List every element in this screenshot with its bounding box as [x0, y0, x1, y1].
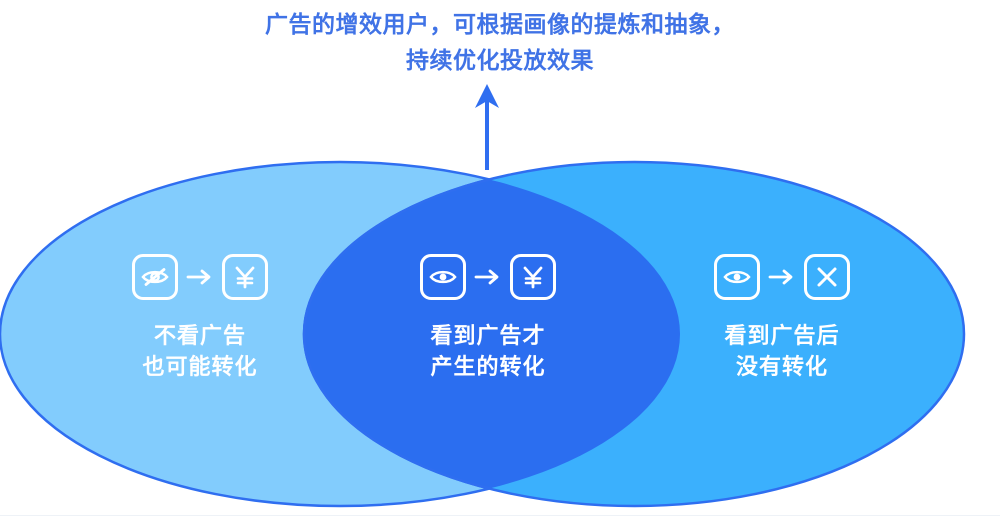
- segment-left: 不看广告 也可能转化: [100, 248, 300, 382]
- venn-intersection[interactable]: [302, 162, 964, 506]
- segment-right: 看到广告后 没有转化: [682, 248, 882, 382]
- yen-icon: [510, 254, 556, 300]
- cross-icon: [804, 254, 850, 300]
- segment-center-label: 看到广告才 产生的转化: [430, 323, 546, 379]
- segment-left-label: 不看广告 也可能转化: [142, 323, 258, 379]
- segment-center-icons: [388, 248, 588, 306]
- yen-icon: [222, 254, 268, 300]
- arrow-right-icon: [185, 262, 215, 292]
- eye-slash-icon: [132, 254, 178, 300]
- segment-right-icons: [682, 248, 882, 306]
- eye-icon: [714, 254, 760, 300]
- diagram-caption: 广告的增效用户，可根据画像的提炼和抽象， 持续优化投放效果: [265, 11, 735, 73]
- upward-arrow-icon: [475, 84, 499, 170]
- segment-left-icons: [100, 248, 300, 306]
- segment-right-label: 看到广告后 没有转化: [724, 323, 840, 379]
- segment-center: 看到广告才 产生的转化: [388, 248, 588, 382]
- arrow-right-icon: [473, 262, 503, 292]
- arrow-right-icon: [767, 262, 797, 292]
- eye-icon: [420, 254, 466, 300]
